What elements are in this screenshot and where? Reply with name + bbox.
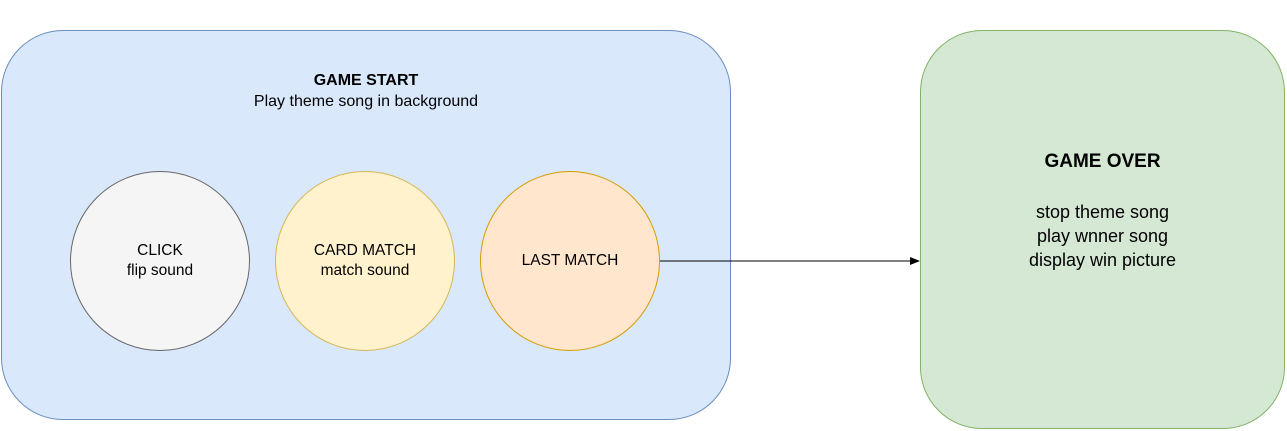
card-match-event-node: CARD MATCH match sound xyxy=(275,171,455,351)
game-over-title: GAME OVER xyxy=(1044,151,1161,172)
game-over-action-display-picture: display win picture xyxy=(1028,250,1177,270)
game-start-title: GAME START xyxy=(313,72,419,89)
click-event-node: CLICK flip sound xyxy=(70,171,250,351)
click-event-title: CLICK xyxy=(137,242,183,259)
last-match-event-title: LAST MATCH xyxy=(521,252,619,269)
card-match-event-subtitle: match sound xyxy=(320,262,410,279)
click-event-subtitle: flip sound xyxy=(126,262,194,279)
game-over-action-stop-theme: stop theme song xyxy=(1035,202,1170,222)
game-over-action-play-winner: play wnner song xyxy=(1036,226,1169,246)
game-start-subtitle: Play theme song in background xyxy=(253,93,479,110)
last-match-event-node: LAST MATCH xyxy=(480,171,660,351)
game-over-container xyxy=(920,30,1285,429)
card-match-event-title: CARD MATCH xyxy=(313,242,417,259)
game-over-actions: stop theme song play wnner song display … xyxy=(920,200,1285,272)
